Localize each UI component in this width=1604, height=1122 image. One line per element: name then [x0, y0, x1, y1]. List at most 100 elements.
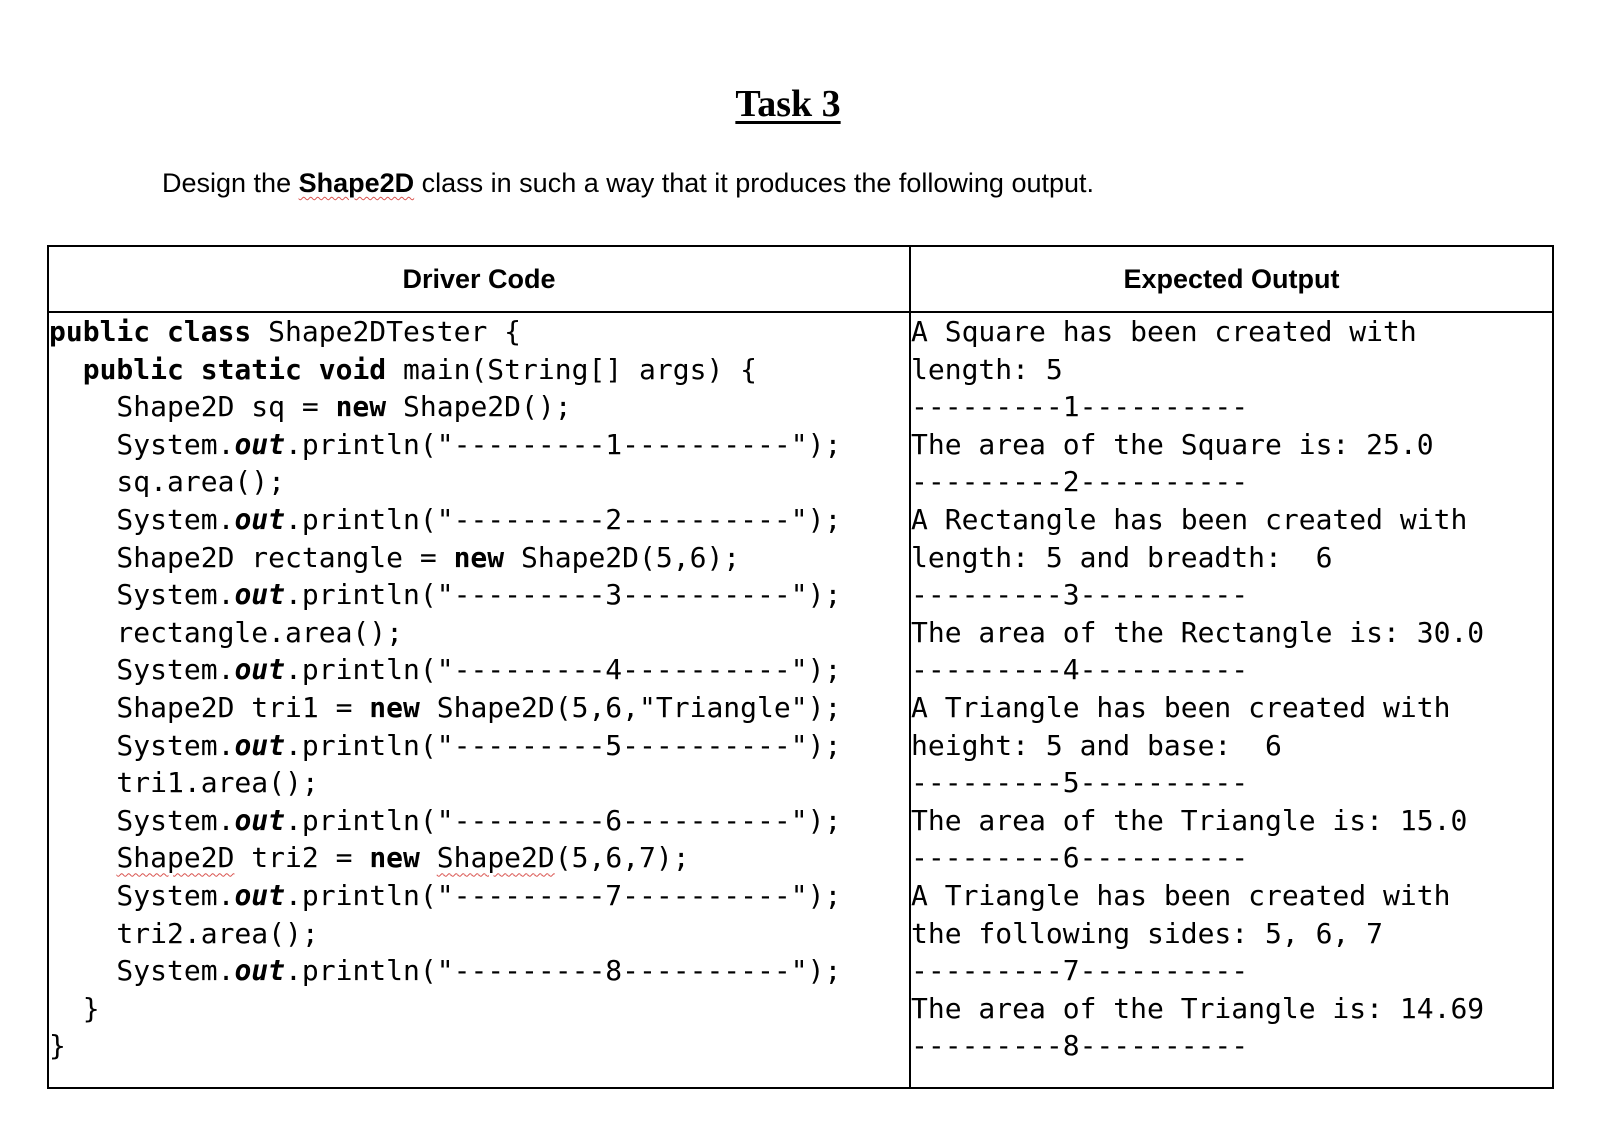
code-token: .println("---------1----------"); [285, 427, 842, 461]
output-line: ---------5---------- [911, 766, 1249, 800]
code-token: out [234, 878, 286, 912]
code-line: System.out.println("---------2----------… [49, 501, 909, 539]
code-token: (5,6,7); [554, 841, 690, 875]
code-token: System. [49, 427, 235, 461]
code-token: sq.area(); [49, 465, 286, 499]
expected-output-cell: A Square has been created with length: 5 -… [909, 311, 1554, 1089]
code-token: } [49, 1029, 66, 1063]
code-token: Shape2D(5,6,"Triangle"); [419, 690, 842, 724]
code-line: System.out.println("---------7----------… [49, 877, 909, 915]
code-token: Shape2D(); [386, 390, 572, 424]
output-line: A Rectangle has been created with [911, 502, 1468, 536]
code-line: public static void main(String[] args) { [49, 351, 909, 389]
code-line: } [49, 1027, 909, 1065]
output-line: A Triangle has been created with [911, 690, 1451, 724]
code-token: new [369, 690, 420, 724]
driver-code-block: public class Shape2DTester { public stat… [49, 313, 909, 1065]
output-line: ---------1---------- [911, 390, 1249, 424]
code-line: Shape2D tri1 = new Shape2D(5,6,"Triangle… [49, 689, 909, 727]
code-line: rectangle.area(); [49, 614, 909, 652]
output-line: ---------2---------- [911, 465, 1249, 499]
output-line: the following sides: 5, 6, 7 [911, 916, 1384, 950]
code-line: System.out.println("---------6----------… [49, 802, 909, 840]
code-token: tri2.area(); [49, 916, 319, 950]
table-body-row: public class Shape2DTester { public stat… [47, 311, 1554, 1089]
code-token [49, 353, 83, 386]
driver-code-cell: public class Shape2DTester { public stat… [47, 311, 911, 1089]
code-token: Shape2D [116, 841, 235, 875]
code-token: new [453, 540, 505, 574]
code-token: } [49, 991, 100, 1025]
code-token: tri2 = [234, 841, 370, 875]
output-line: The area of the Square is: 25.0 [911, 427, 1434, 461]
intro-text-after: class in such a way that it produces the… [414, 168, 1095, 198]
code-token: System. [49, 954, 235, 988]
code-line: System.out.println("---------4----------… [49, 651, 909, 689]
code-line: Shape2D tri2 = new Shape2D(5,6,7); [49, 839, 909, 877]
output-line: The area of the Rectangle is: 30.0 [911, 615, 1485, 649]
code-token: Shape2D [436, 841, 555, 875]
code-token: new [335, 390, 387, 424]
code-line: } [49, 990, 909, 1028]
code-token: rectangle.area(); [49, 615, 404, 649]
output-line: length: 5 [911, 352, 1063, 386]
code-token: out [234, 427, 286, 461]
code-token: .println("---------5----------"); [285, 728, 842, 762]
code-token: .println("---------3----------"); [285, 578, 842, 612]
code-token: System. [49, 653, 235, 687]
code-line: sq.area(); [49, 463, 909, 501]
code-token: .println("---------8----------"); [285, 954, 842, 988]
code-token: .println("---------6----------"); [285, 803, 842, 837]
output-line: height: 5 and base: 6 [911, 728, 1282, 762]
code-token: System. [49, 878, 235, 912]
code-token: public static void [82, 352, 387, 386]
code-token: main(String[] args) { [386, 352, 758, 386]
code-token: .println("---------2----------"); [285, 502, 842, 536]
code-line: System.out.println("---------8----------… [49, 952, 909, 990]
code-token [49, 841, 116, 874]
code-token [420, 841, 437, 874]
code-token: Shape2D(5,6); [504, 540, 741, 574]
expected-output-block: A Square has been created with length: 5 -… [911, 313, 1552, 1065]
code-line: tri1.area(); [49, 764, 909, 802]
class-name: Shape2D [298, 168, 415, 198]
code-token: out [234, 502, 286, 536]
output-line: ---------7---------- [911, 954, 1249, 988]
intro-text-before: Design the [162, 168, 299, 198]
output-line: ---------6---------- [911, 841, 1249, 875]
code-token: tri1.area(); [49, 766, 319, 800]
code-line: tri2.area(); [49, 915, 909, 953]
code-line: System.out.println("---------3----------… [49, 576, 909, 614]
code-line: System.out.println("---------1----------… [49, 426, 909, 464]
table-header-row: Driver Code Expected Output [47, 245, 1554, 313]
code-token: Shape2D tri1 = [49, 690, 370, 724]
output-line: ---------4---------- [911, 653, 1249, 687]
task-table: Driver Code Expected Output public class… [47, 245, 1554, 1089]
code-token: System. [49, 803, 235, 837]
page-title: Task 3 [735, 83, 841, 125]
code-token: out [234, 578, 286, 612]
code-token: out [234, 954, 286, 988]
code-line: System.out.println("---------5----------… [49, 727, 909, 765]
code-token: System. [49, 578, 235, 612]
output-line: A Triangle has been created with [911, 878, 1451, 912]
code-token: .println("---------4----------"); [285, 653, 842, 687]
code-token: new [369, 841, 420, 875]
code-token: System. [49, 502, 235, 536]
code-token: out [234, 803, 286, 837]
output-line: ---------3---------- [911, 578, 1249, 612]
code-line: Shape2D sq = new Shape2D(); [49, 388, 909, 426]
code-token: out [234, 653, 286, 687]
task-description: Design the Shape2D class in such a way t… [162, 168, 1094, 199]
code-token: public class [49, 315, 252, 348]
output-line: The area of the Triangle is: 14.69 [911, 991, 1485, 1025]
code-token: Shape2DTester { [251, 315, 522, 348]
output-line: A Square has been created with [911, 315, 1417, 348]
output-line: ---------8---------- [911, 1029, 1249, 1063]
code-line: Shape2D rectangle = new Shape2D(5,6); [49, 539, 909, 577]
code-token: Shape2D sq = [49, 390, 336, 424]
driver-code-header: Driver Code [47, 245, 911, 313]
output-line: The area of the Triangle is: 15.0 [911, 803, 1468, 837]
code-token: Shape2D rectangle = [49, 540, 454, 574]
expected-output-header: Expected Output [909, 245, 1554, 313]
